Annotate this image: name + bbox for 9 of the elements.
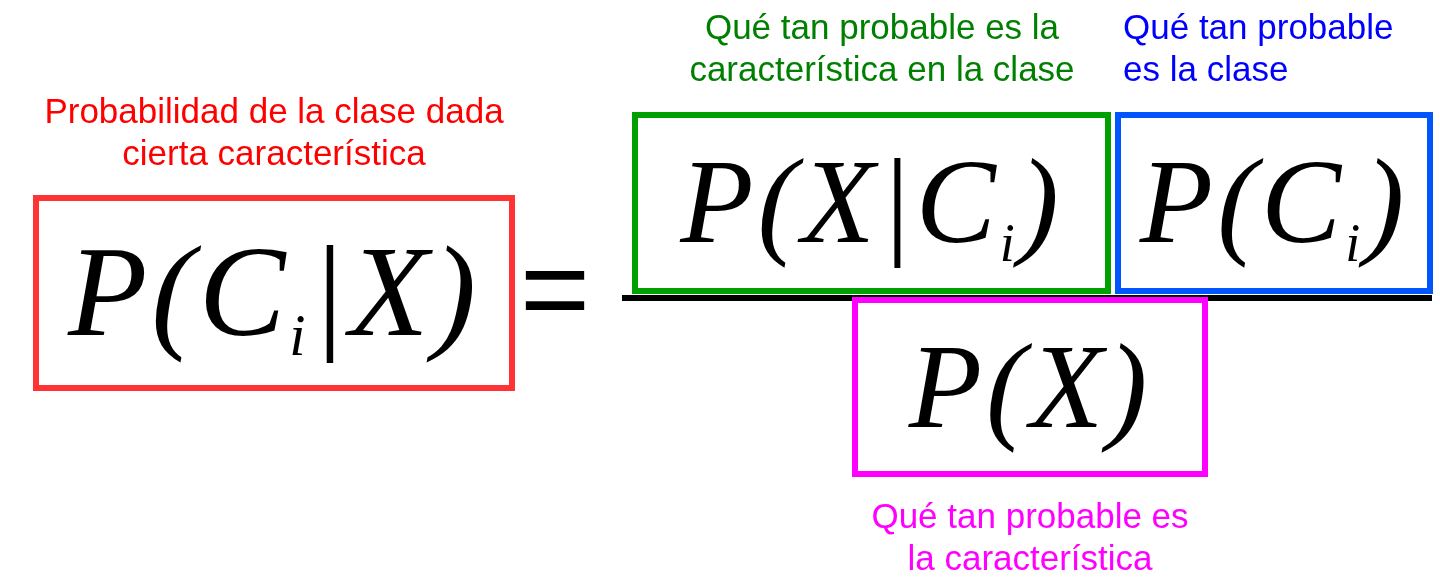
formula: P(X) xyxy=(908,319,1152,455)
equals-sign: = xyxy=(520,220,591,357)
annotation-text: Qué tan probable es la característica en la clase xyxy=(688,6,1076,90)
formula: P(X|C$_{i}$) xyxy=(680,133,1063,274)
formula: P(C$_{i}$) xyxy=(1139,133,1409,274)
annotation-text: Probabilidad de la clase dada cierta característica xyxy=(43,90,505,174)
formula: P(C$_{i}$|X) xyxy=(67,218,481,370)
annotation-text: Qué tan probable es la clase xyxy=(1123,6,1395,90)
annotation-text: Qué tan probable es la característica xyxy=(870,495,1190,579)
